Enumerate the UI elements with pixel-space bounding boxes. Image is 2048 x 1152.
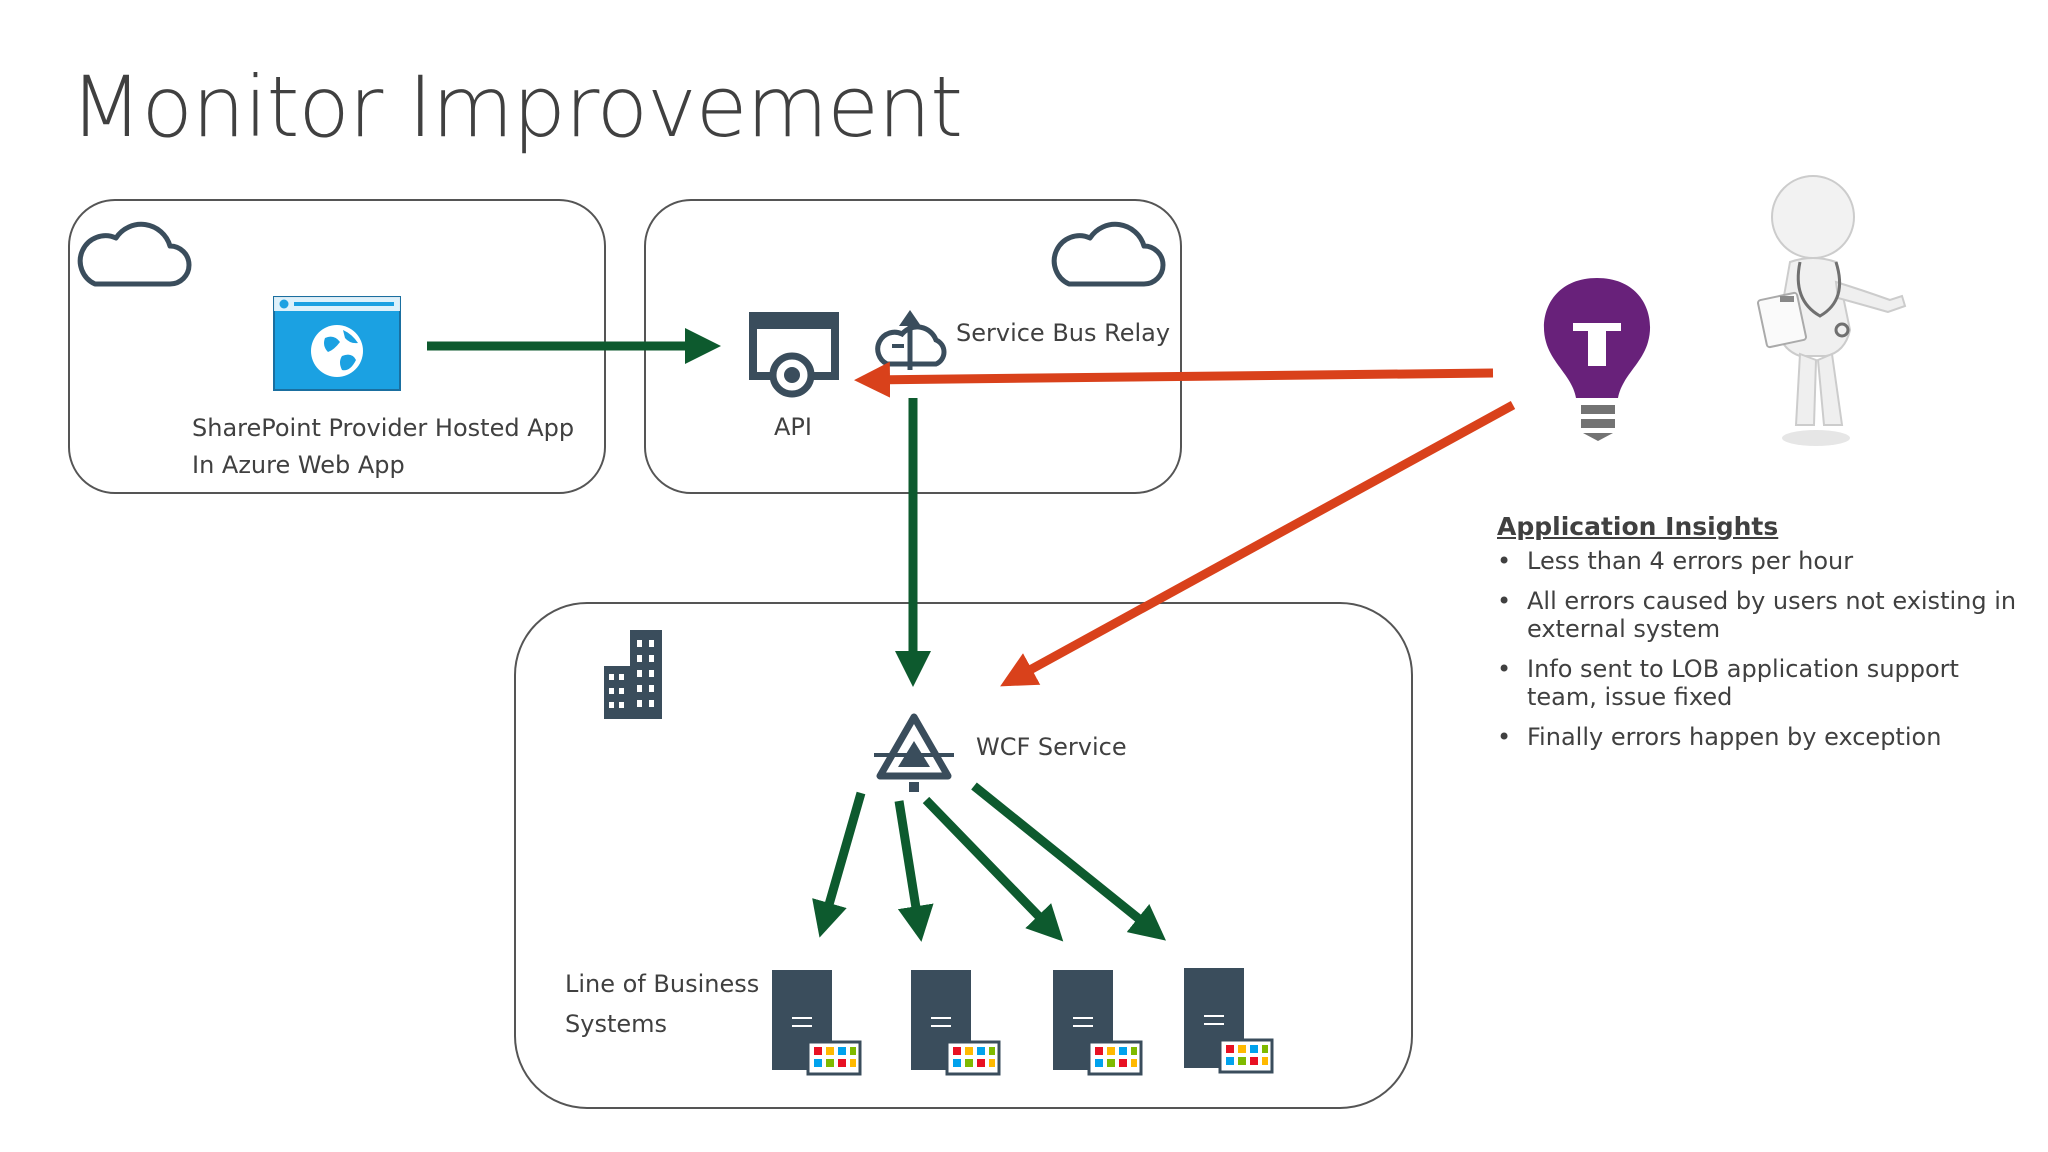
doctor-figure-illustration bbox=[1757, 175, 1907, 446]
lob-server-icon bbox=[1184, 968, 1274, 1074]
lob-server-icon bbox=[772, 970, 862, 1076]
api-icon bbox=[749, 312, 839, 398]
list-item: Less than 4 errors per hour bbox=[1497, 547, 2017, 575]
cloud-icon bbox=[77, 221, 192, 287]
page-title: Monitor Improvement bbox=[70, 58, 963, 156]
wcf-service-icon bbox=[874, 713, 954, 792]
monitoring-arrows bbox=[854, 361, 1516, 687]
application-insights-list: Less than 4 errors per hour All errors c… bbox=[1497, 547, 2017, 751]
list-item: All errors caused by users not existing … bbox=[1497, 587, 2017, 643]
application-insights-heading: Application Insights bbox=[1497, 512, 1779, 541]
lob-systems-label-line1: Line of Business bbox=[565, 970, 760, 998]
arrow-wcf-to-lob-1 bbox=[812, 791, 866, 938]
on-premises-container bbox=[514, 602, 1413, 1109]
arrow-wcf-to-lob-4 bbox=[971, 782, 1167, 941]
sharepoint-app-label-line2: In Azure Web App bbox=[192, 451, 405, 479]
cloud-icon bbox=[1051, 221, 1166, 287]
api-label: API bbox=[774, 413, 812, 441]
list-item: Info sent to LOB application support tea… bbox=[1497, 655, 2017, 711]
sharepoint-app-label-line1: SharePoint Provider Hosted App bbox=[192, 414, 575, 442]
web-app-icon bbox=[273, 296, 401, 391]
lob-server-icon bbox=[1053, 970, 1143, 1076]
lob-systems-label-line2: Systems bbox=[565, 1010, 667, 1038]
application-insights-panel: Application Insights Less than 4 errors … bbox=[1497, 512, 2017, 763]
service-bus-relay-icon bbox=[875, 310, 947, 370]
wcf-service-label: WCF Service bbox=[976, 733, 1127, 761]
arrow-insights-to-api bbox=[854, 361, 1494, 398]
arrow-wcf-to-lob-3 bbox=[922, 796, 1064, 942]
arrow-insights-to-wcf bbox=[1000, 401, 1516, 687]
application-insights-bulb-icon bbox=[1543, 278, 1651, 441]
arrow-wcf-to-lob-2 bbox=[894, 800, 934, 942]
lob-server-icon bbox=[911, 970, 1001, 1076]
service-bus-relay-label: Service Bus Relay bbox=[956, 319, 1171, 347]
building-icon bbox=[604, 630, 662, 719]
list-item: Finally errors happen by exception bbox=[1497, 723, 2017, 751]
data-flow-arrows bbox=[427, 328, 1167, 942]
